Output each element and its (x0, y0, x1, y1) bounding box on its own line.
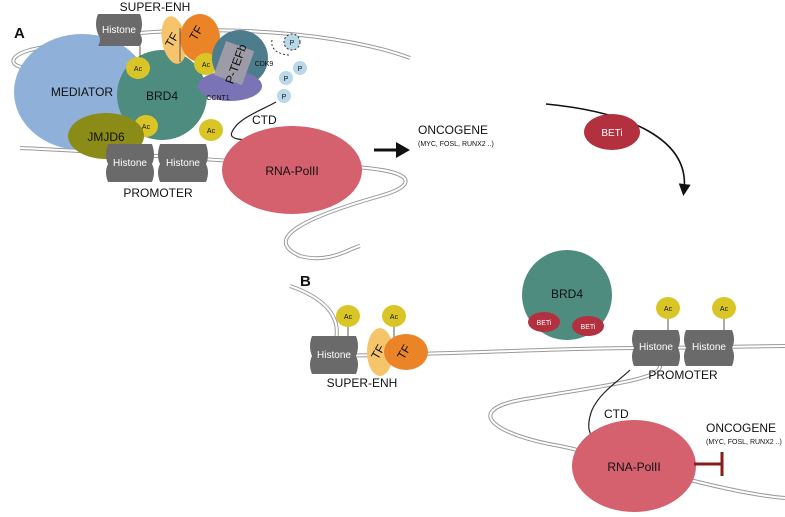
ac-mark: Ac (194, 53, 218, 75)
oncogene-examples-a: (MYC, FOSL, RUNX2 ..) (418, 141, 494, 148)
histone-promoter-a-1: Histone (106, 144, 154, 182)
histone-super-enh-a: Histone (96, 14, 142, 46)
brd4-label-b: BRD4 (551, 287, 583, 301)
mediator-label: MEDIATOR (51, 85, 114, 99)
cdk9-label: CDK9 (255, 61, 274, 68)
rna-pol-label-a: RNA-PolII (265, 164, 318, 178)
svg-text:Ac: Ac (720, 306, 729, 313)
oncogene-label-b: ONCOGENE (706, 421, 776, 435)
svg-text:P: P (298, 66, 303, 73)
tf-label: TF (187, 23, 206, 43)
jmjd6-label: JMJD6 (87, 130, 125, 144)
dna-strand-b (289, 284, 785, 500)
beti-label: BETi (601, 128, 622, 139)
ctd-label-b: CTD (604, 407, 629, 421)
histone-promoter-b-2: Histone (684, 330, 734, 366)
transition-arrow (545, 103, 691, 196)
tf-dark-a: TF (180, 14, 220, 62)
svg-text:Histone: Histone (692, 342, 726, 353)
super-enh-label-b: SUPER-ENH (327, 376, 398, 390)
svg-text:P: P (284, 76, 289, 83)
svg-text:Ac: Ac (134, 66, 143, 73)
svg-text:TF: TF (394, 342, 413, 362)
svg-text:Ac: Ac (142, 124, 151, 131)
super-enh-label-a: SUPER-ENH (120, 0, 191, 14)
svg-text:P: P (282, 94, 287, 101)
promoter-label-b: PROMOTER (648, 368, 718, 382)
svg-text:Histone: Histone (166, 158, 200, 169)
svg-text:Ac: Ac (664, 306, 673, 313)
svg-text:BETi: BETi (581, 324, 596, 331)
panel-a-label: A (14, 25, 25, 42)
histone-promoter-b-1: Histone (632, 330, 680, 366)
ctd-label-a: CTD (252, 113, 277, 127)
ac-mark: Ac (199, 119, 223, 141)
histone-super-enh-b: Histone (310, 336, 358, 374)
ccnt1-label: CCNT1 (206, 95, 229, 102)
tf-light-b: TF (367, 328, 393, 376)
svg-text:Ac: Ac (202, 62, 211, 69)
phospho-group: P P P P (271, 33, 307, 103)
ac-mark: Ac (126, 57, 150, 79)
svg-text:Ac: Ac (390, 314, 399, 321)
svg-text:Histone: Histone (317, 350, 351, 361)
histone-promoter-a-2: Histone (158, 144, 208, 182)
svg-text:Histone: Histone (113, 158, 147, 169)
ac-mark: Ac (336, 305, 360, 327)
ac-mark: Ac (656, 297, 680, 319)
rna-pol-b: RNA-PolII (572, 420, 696, 512)
tf-dark-b: TF (384, 334, 428, 370)
brd4-label-a: BRD4 (146, 89, 178, 103)
beti-drug: BETi (584, 114, 640, 150)
ptefb-complex: P-TEFb CDK9 CCNT1 (198, 30, 273, 102)
histone-label: Histone (102, 25, 136, 36)
ac-mark: Ac (712, 297, 736, 319)
svg-text:BETi: BETi (537, 320, 552, 327)
oncogene-label-a: ONCOGENE (418, 123, 488, 137)
svg-text:Ac: Ac (207, 128, 216, 135)
promoter-label-a: PROMOTER (123, 186, 193, 200)
panel-b-label: B (300, 273, 311, 290)
beti-bound: BETi (572, 316, 604, 336)
oncogene-examples-b: (MYC, FOSL, RUNX2 ..) (706, 439, 782, 446)
beti-bound: BETi (528, 312, 560, 332)
svg-text:Ac: Ac (344, 314, 353, 321)
ac-mark: Ac (382, 305, 406, 327)
rna-pol-label-b: RNA-PolII (607, 460, 660, 474)
tf-label: TF (162, 30, 181, 50)
svg-text:P: P (290, 40, 295, 47)
rna-pol-a: RNA-PolII (222, 126, 362, 214)
oncogene-arrowhead (396, 142, 410, 158)
svg-text:TF: TF (368, 342, 387, 362)
svg-text:Histone: Histone (639, 342, 673, 353)
